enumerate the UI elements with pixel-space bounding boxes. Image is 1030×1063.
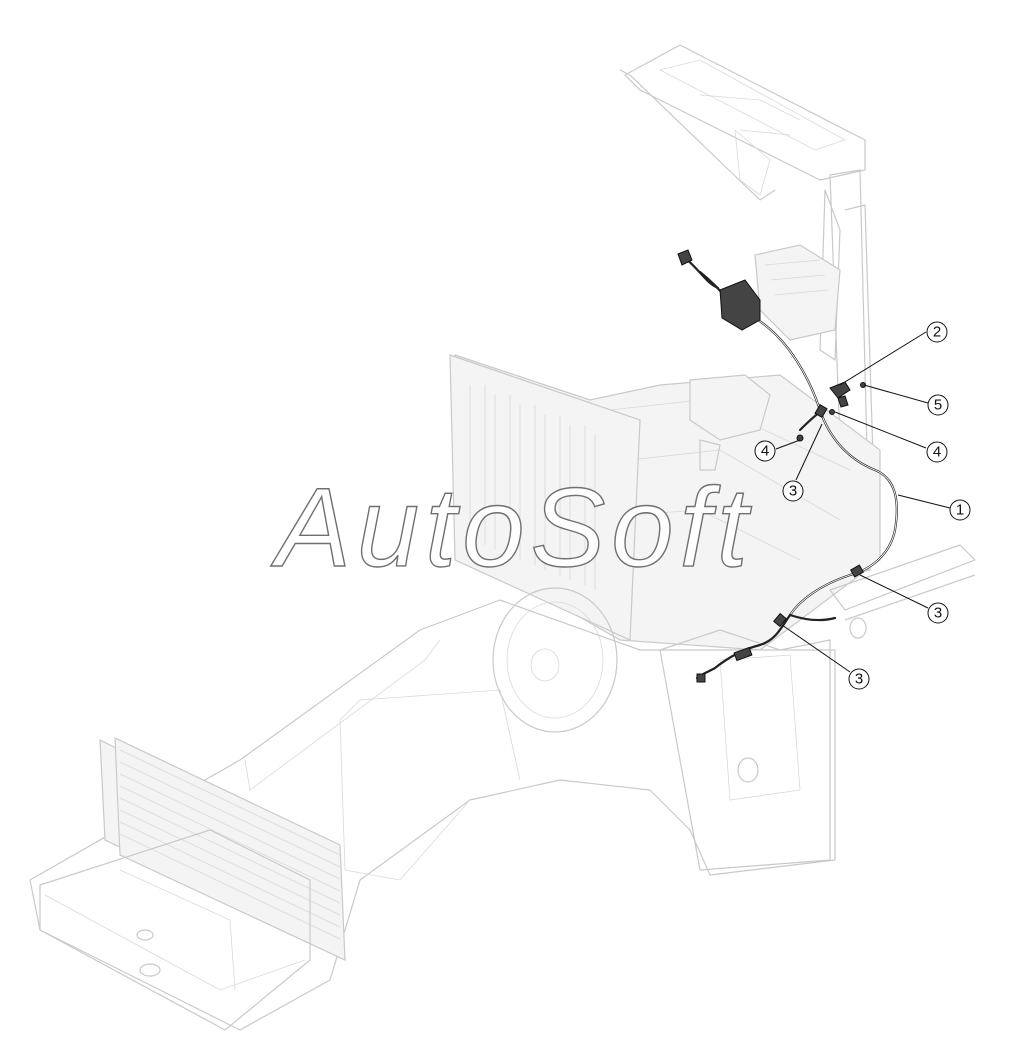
- callout-3-right: 3: [927, 602, 949, 624]
- callout-5: 5: [927, 394, 949, 416]
- watermark: AutoSoft: [270, 465, 754, 590]
- callout-2: 2: [926, 321, 948, 343]
- bolt-part-right: [829, 409, 835, 415]
- svg-text:3: 3: [934, 605, 942, 622]
- svg-text:3: 3: [789, 483, 797, 500]
- callout-3-lower: 3: [848, 668, 870, 690]
- svg-text:1: 1: [956, 502, 964, 519]
- callout-4-left: 4: [754, 440, 776, 462]
- svg-text:4: 4: [933, 444, 941, 461]
- callout-3-upper: 3: [782, 480, 804, 502]
- bracket-assembly: [796, 381, 866, 442]
- machine-background: [29, 44, 976, 1031]
- callout-1: 1: [949, 499, 971, 521]
- leader-lines: [775, 331, 951, 673]
- bolt-part-left: [796, 434, 804, 442]
- callout-4-right: 4: [926, 441, 948, 463]
- svg-text:4: 4: [761, 443, 769, 460]
- svg-text:3: 3: [855, 671, 863, 688]
- svg-text:2: 2: [933, 324, 941, 341]
- svg-text:5: 5: [934, 397, 942, 414]
- wiring-harness: [677, 249, 898, 683]
